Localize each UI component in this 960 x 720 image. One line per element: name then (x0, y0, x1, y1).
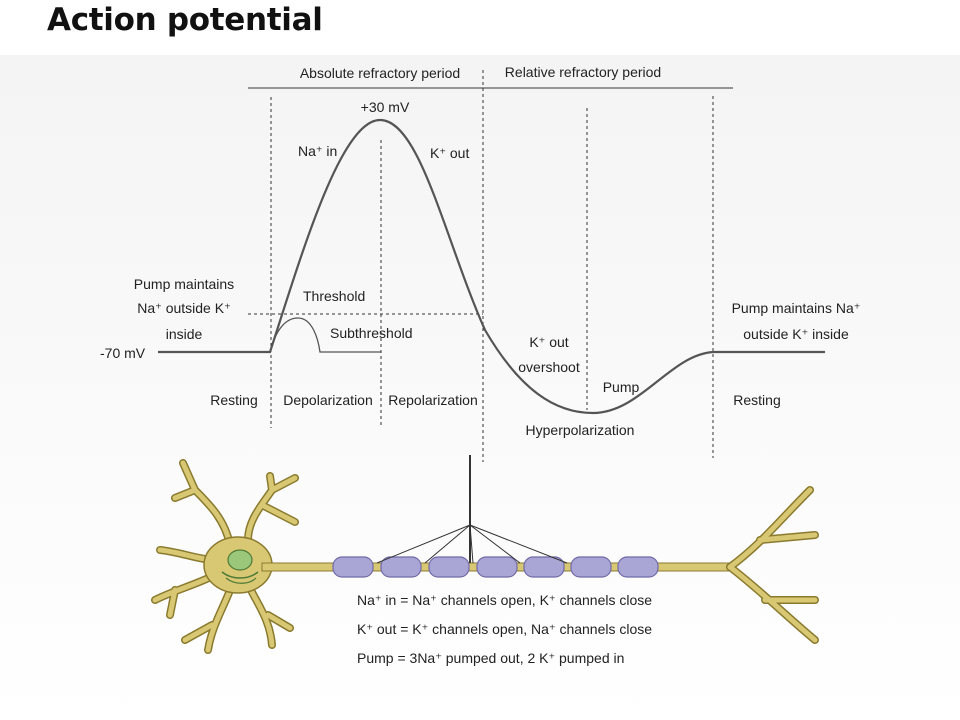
na-in-label: Na⁺ in (298, 143, 337, 159)
peak-voltage-label: +30 mV (361, 99, 410, 115)
phase-resting-right: Resting (733, 392, 780, 408)
node-pointers (376, 455, 568, 564)
axon-terminals (727, 487, 818, 643)
subthreshold-curve (269, 317, 381, 353)
nucleus (227, 549, 253, 571)
resting-voltage-label: -70 mV (100, 345, 146, 361)
relative-refractory-label: Relative refractory period (505, 64, 661, 80)
page-title: Action potential (47, 2, 323, 38)
pump-right-line-2: outside K⁺ inside (743, 326, 849, 342)
myelin-sheath (428, 556, 470, 578)
myelin-sheath (617, 556, 659, 578)
dendrites (152, 460, 298, 653)
myelin-sheath (332, 556, 374, 578)
pump-left-line-3: inside (166, 326, 203, 342)
myelin-sheath (570, 556, 612, 578)
neuron-illustration (151, 455, 819, 654)
axon-terminal-outline (726, 486, 819, 644)
phase-depolarization: Depolarization (283, 392, 373, 408)
phase-repolarization: Repolarization (388, 392, 478, 408)
k-out-overshoot-line-1: K⁺ out (529, 334, 568, 350)
myelin-sheath (523, 556, 565, 578)
organelle (221, 571, 259, 579)
phase-dividers (248, 70, 714, 462)
legend-pump: Pump = 3Na⁺ pumped out, 2 K⁺ pumped in (357, 650, 624, 666)
organelle-2 (225, 577, 257, 584)
myelin-sheath (380, 556, 422, 578)
pump-left-line-2: Na⁺ outside K⁺ (137, 300, 230, 316)
pump-left-line-1: Pump maintains (134, 276, 234, 292)
phase-hyperpolarization: Hyperpolarization (526, 422, 635, 438)
absolute-refractory-label: Absolute refractory period (300, 65, 460, 81)
pump-right-line-1: Pump maintains Na⁺ (732, 300, 861, 316)
k-out-label: K⁺ out (430, 145, 469, 161)
legend-k-out: K⁺ out = K⁺ channels open, Na⁺ channels … (357, 621, 652, 637)
k-out-overshoot-line-2: overshoot (518, 359, 580, 375)
subthreshold-label: Subthreshold (330, 325, 413, 341)
action-potential-curve (158, 118, 825, 415)
threshold-label: Threshold (303, 288, 365, 304)
phase-resting-left: Resting (210, 392, 257, 408)
legend-na-in: Na⁺ in = Na⁺ channels open, K⁺ channels … (357, 592, 652, 608)
myelin-sheath (476, 556, 518, 578)
myelin-sheaths (332, 556, 659, 578)
pump-label: Pump (603, 379, 640, 395)
